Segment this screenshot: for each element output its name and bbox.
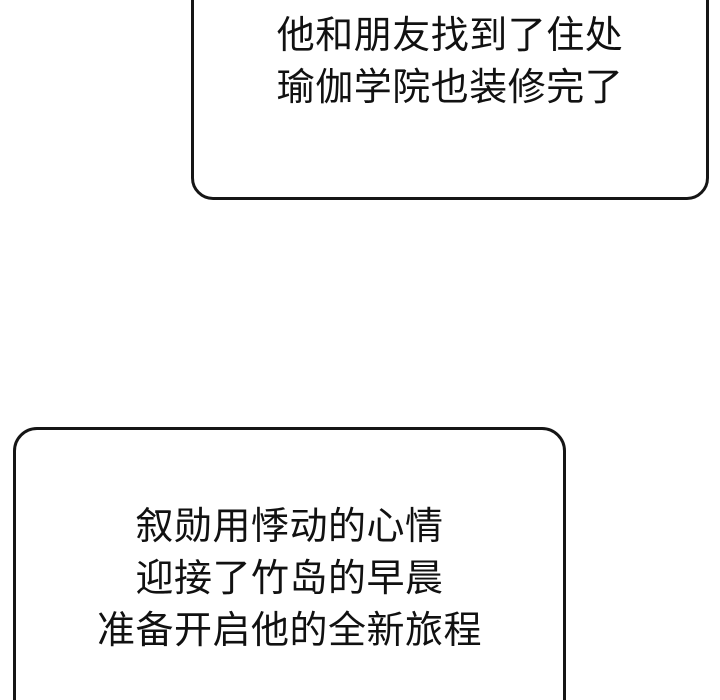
bubble-top-line-2: 瑜伽学院也装修完了: [276, 65, 624, 109]
bubble-bottom-line-3: 准备开启他的全新旅程: [96, 608, 482, 652]
speech-bubble-bottom: 叙勋用悸动的心情 迎接了竹岛的早晨 准备开启他的全新旅程: [13, 427, 566, 700]
bubble-bottom-line-2: 迎接了竹岛的早晨: [135, 556, 444, 600]
speech-bubble-top: 他和朋友找到了住处 瑜伽学院也装修完了: [191, 0, 709, 200]
bubble-bottom-line-1: 叙勋用悸动的心情: [135, 504, 444, 548]
bubble-top-line-1: 他和朋友找到了住处: [276, 13, 624, 57]
speech-bubble-bottom-text: 叙勋用悸动的心情 迎接了竹岛的早晨 准备开启他的全新旅程: [16, 500, 563, 656]
speech-bubble-top-text: 他和朋友找到了住处 瑜伽学院也装修完了: [194, 9, 706, 113]
